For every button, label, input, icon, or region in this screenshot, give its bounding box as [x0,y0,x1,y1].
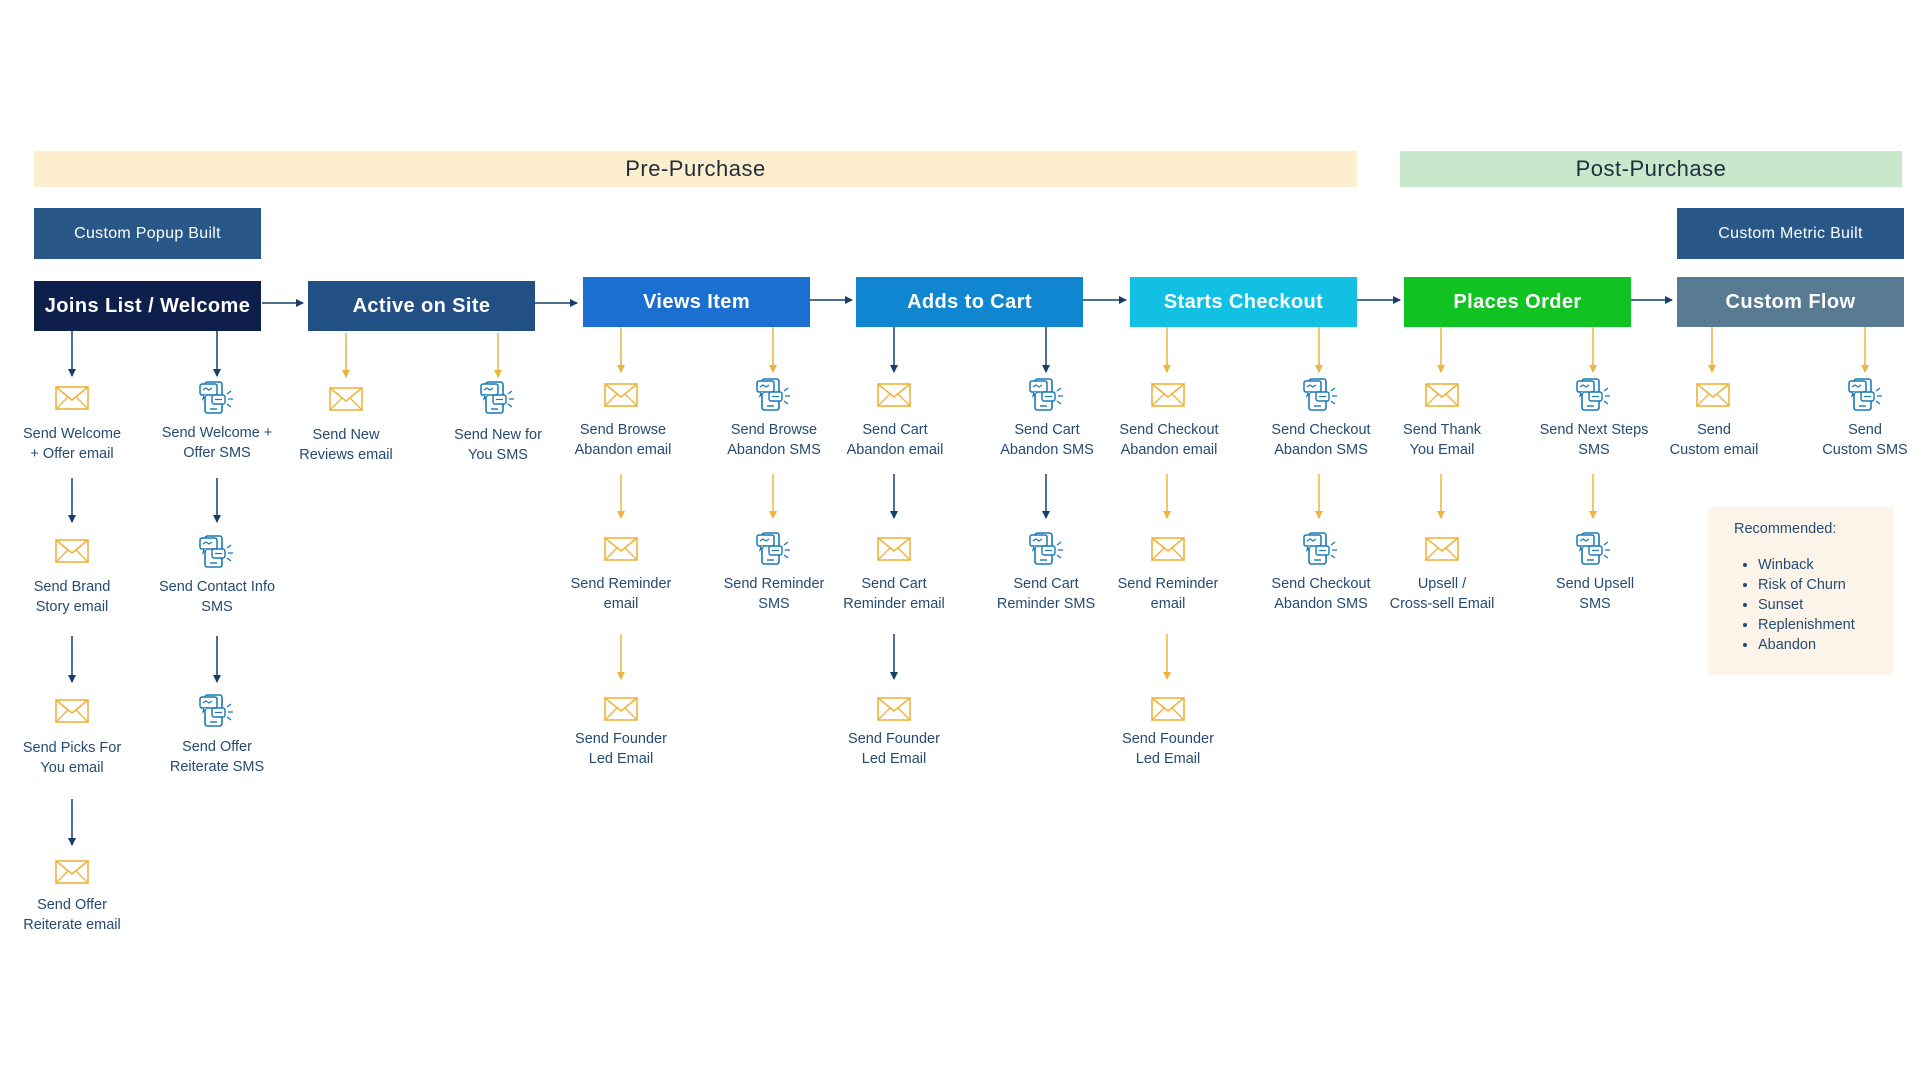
action-label: Send Contact Info SMS [158,579,276,615]
action-label: Send Browse Abandon email [574,422,672,458]
phone-chat-icon [479,378,517,416]
action-label: Send Checkout Abandon SMS [1271,576,1371,612]
envelope-icon [53,692,91,730]
stage-custom-flow: Custom Flow [1677,277,1904,327]
stage-active-on-site: Active on Site [308,281,535,331]
action-label: Send Founder Led Email [848,731,940,767]
envelope-icon [875,376,913,414]
stage-joins-list: Joins List / Welcome [34,281,261,331]
custom-popup-built-banner: Custom Popup Built [34,208,261,259]
phone-chat-icon [198,532,236,570]
stage-starts-checkout: Starts Checkout [1130,277,1357,327]
action-label: Send Reminder SMS [723,576,825,612]
recommended-box: Recommended: Winback Risk of Churn Sunse… [1708,507,1894,675]
phone-chat-icon [1028,375,1066,413]
recommended-item: Winback [1758,555,1855,575]
pre-purchase-band: Pre-Purchase [34,151,1357,187]
action-label: Send Browse Abandon SMS [727,422,821,458]
action-label: Send Picks For You email [22,740,122,776]
envelope-icon [1149,690,1187,728]
recommended-item: Risk of Churn [1758,575,1855,595]
action-label: Send Checkout Abandon email [1119,422,1219,458]
action-label: Send Custom SMS [1822,422,1908,458]
action-label: Send Thank You Email [1403,422,1481,458]
recommended-item: Abandon [1758,635,1855,655]
phone-chat-icon [1302,375,1340,413]
envelope-icon [53,532,91,570]
phone-chat-icon [198,691,236,729]
action-label: Send New for You SMS [454,427,542,463]
stage-views-item: Views Item [583,277,810,327]
action-label: Send Checkout Abandon SMS [1271,422,1371,458]
recommended-item: Replenishment [1758,615,1855,635]
phone-chat-icon [1028,529,1066,567]
recommended-item: Sunset [1758,595,1855,615]
stage-adds-to-cart: Adds to Cart [856,277,1083,327]
action-label: Send Brand Story email [33,579,111,615]
phone-chat-icon [1847,375,1885,413]
envelope-icon [875,690,913,728]
envelope-icon [53,379,91,417]
envelope-icon [1423,376,1461,414]
action-label: Upsell / Cross-sell Email [1389,576,1495,612]
custom-metric-built-banner: Custom Metric Built [1677,208,1904,259]
stage-places-order: Places Order [1404,277,1631,327]
action-label: Send Welcome + Offer SMS [161,425,273,461]
action-label: Send Reminder email [570,576,672,612]
phone-chat-icon [1575,529,1613,567]
action-label: Send Offer Reiterate email [23,897,121,933]
action-label: Send Cart Reminder email [843,576,945,612]
action-label: Send Next Steps SMS [1539,422,1649,458]
phone-chat-icon [1302,529,1340,567]
action-label: Send New Reviews email [299,427,393,463]
envelope-icon [602,376,640,414]
action-label: Send Founder Led Email [575,731,667,767]
envelope-icon [1694,376,1732,414]
phone-chat-icon [1575,375,1613,413]
envelope-icon [1423,530,1461,568]
envelope-icon [602,530,640,568]
recommended-title: Recommended: [1734,521,1837,537]
action-label: Send Custom email [1669,422,1759,458]
action-label: Send Offer Reiterate SMS [169,739,265,775]
action-label: Send Reminder email [1117,576,1219,612]
phone-chat-icon [755,375,793,413]
envelope-icon [602,690,640,728]
action-label: Send Founder Led Email [1122,731,1214,767]
action-label: Send Welcome + Offer email [22,426,122,462]
action-label: Send Upsell SMS [1555,576,1635,612]
envelope-icon [1149,530,1187,568]
action-label: Send Cart Abandon email [846,422,944,458]
envelope-icon [53,853,91,891]
action-label: Send Cart Reminder SMS [996,576,1096,612]
envelope-icon [327,380,365,418]
post-purchase-band: Post-Purchase [1400,151,1902,187]
envelope-icon [1149,376,1187,414]
action-label: Send Cart Abandon SMS [1000,422,1094,458]
phone-chat-icon [198,378,236,416]
envelope-icon [875,530,913,568]
recommended-list: Winback Risk of Churn Sunset Replenishme… [1734,555,1855,655]
phone-chat-icon [755,529,793,567]
